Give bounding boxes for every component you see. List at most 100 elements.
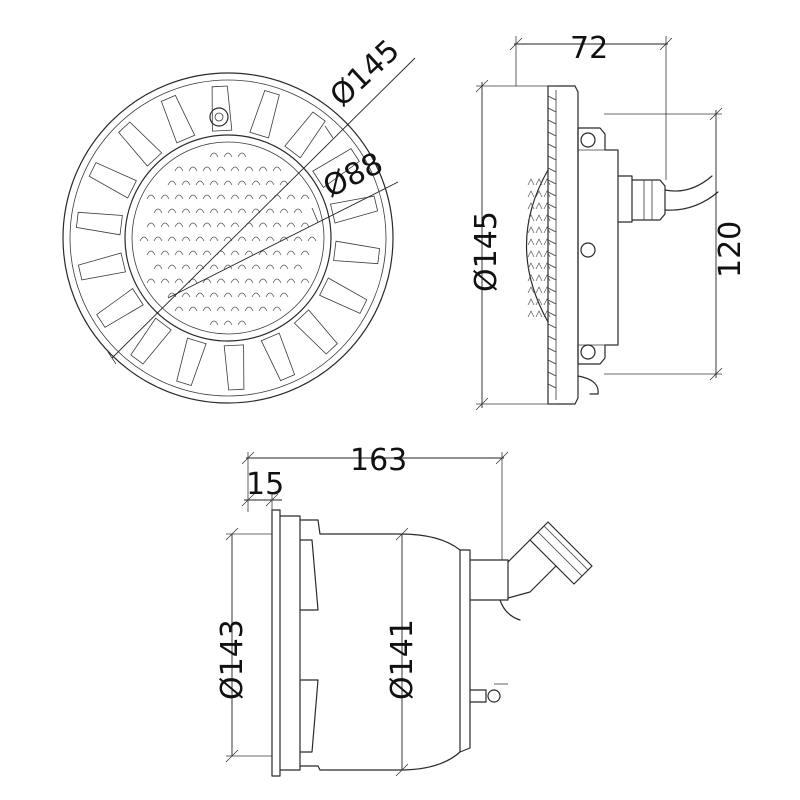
- led-cell: [258, 278, 268, 284]
- dome-led: [535, 202, 543, 210]
- led-cell: [279, 208, 289, 214]
- led-cell: [181, 180, 191, 186]
- rim-rib: [160, 94, 196, 144]
- led-cell: [181, 236, 191, 242]
- led-cell: [265, 208, 275, 214]
- cable-gland: [631, 179, 666, 221]
- dome-led: [527, 274, 535, 282]
- tilted-gland: [529, 521, 593, 585]
- dome-led: [543, 250, 551, 258]
- led-cell: [251, 292, 261, 298]
- led-cell: [230, 166, 240, 172]
- tick: [265, 493, 279, 507]
- led-cell: [258, 306, 268, 312]
- led-cell: [300, 278, 310, 284]
- rim-rib: [88, 162, 137, 199]
- inner-diameter-line: [167, 181, 399, 299]
- grip-tooth: [547, 311, 557, 317]
- led-cell: [174, 166, 184, 172]
- inner-diameter-label: Ø88: [318, 146, 389, 205]
- gland-neck: [499, 599, 521, 621]
- led-cell: [160, 222, 170, 228]
- clamp-bottom: [299, 679, 319, 753]
- led-cell: [181, 264, 191, 270]
- led-cell: [209, 180, 219, 186]
- led-cell: [153, 236, 163, 242]
- grip-tooth: [547, 155, 557, 161]
- led-cell: [265, 180, 275, 186]
- side-diameter-label: Ø145: [469, 211, 504, 292]
- led-cell: [251, 264, 261, 270]
- led-cell: [272, 306, 282, 312]
- led-cell: [202, 306, 212, 312]
- led-cell: [174, 222, 184, 228]
- rim-rib: [249, 90, 280, 139]
- dome-led: [527, 310, 535, 318]
- led-cell: [139, 236, 149, 242]
- led-cell: [188, 306, 198, 312]
- body-diameter-label: Ø141: [385, 619, 420, 700]
- led-cell: [265, 236, 275, 242]
- led-cell: [160, 250, 170, 256]
- grip-tooth: [547, 95, 557, 101]
- led-cell: [167, 236, 177, 242]
- led-cell: [153, 264, 163, 270]
- dome-led: [535, 250, 543, 258]
- dome-led: [535, 178, 543, 186]
- dome-led: [535, 238, 543, 246]
- led-cell: [195, 236, 205, 242]
- led-cell: [272, 250, 282, 256]
- grip-tooth: [547, 275, 557, 281]
- screw-slot: [214, 112, 224, 122]
- dome-led: [543, 238, 551, 246]
- led-cell: [223, 264, 233, 270]
- led-cell: [216, 222, 226, 228]
- led-cell: [181, 292, 191, 298]
- bolt-bottom: [580, 344, 596, 360]
- led-cell: [237, 320, 247, 326]
- depth-label: 72: [570, 31, 608, 66]
- led-cell: [230, 194, 240, 200]
- led-cell: [300, 222, 310, 228]
- grip-tooth: [547, 203, 557, 209]
- tick: [107, 351, 117, 365]
- rim-rib: [77, 252, 126, 281]
- led-cell: [202, 278, 212, 284]
- flange-label: 15: [246, 467, 284, 502]
- led-cell: [258, 250, 268, 256]
- led-cell: [167, 264, 177, 270]
- tick: [395, 763, 409, 777]
- grip-tooth: [547, 299, 557, 305]
- led-cell: [244, 250, 254, 256]
- tick: [324, 125, 334, 139]
- dome-leds: [527, 178, 551, 318]
- outer-diameter-line: [111, 57, 416, 359]
- tick: [395, 527, 409, 541]
- dome-led: [543, 190, 551, 198]
- outer-diameter-label: Ø145: [324, 33, 407, 114]
- side-view: 72 Ø145 120: [469, 31, 748, 411]
- rim-rib: [223, 344, 245, 391]
- led-cell: [146, 222, 156, 228]
- tick: [659, 37, 673, 51]
- led-cell: [223, 208, 233, 214]
- led-cell: [272, 278, 282, 284]
- front-view: Ø145 Ø88: [62, 33, 416, 404]
- tick: [709, 107, 723, 121]
- grip-tooth: [547, 239, 557, 245]
- dome-led: [543, 298, 551, 306]
- led-cell: [286, 278, 296, 284]
- led-cell: [216, 306, 226, 312]
- grip-tooth: [547, 191, 557, 197]
- grip-tooth: [547, 143, 557, 149]
- dome-led: [527, 226, 535, 234]
- led-cell: [153, 208, 163, 214]
- led-cell: [230, 250, 240, 256]
- dome-led: [527, 262, 535, 270]
- rim-rib: [319, 277, 368, 314]
- grip-tooth: [547, 287, 557, 293]
- dome-led: [527, 298, 535, 306]
- led-cell: [209, 208, 219, 214]
- led-cell: [286, 222, 296, 228]
